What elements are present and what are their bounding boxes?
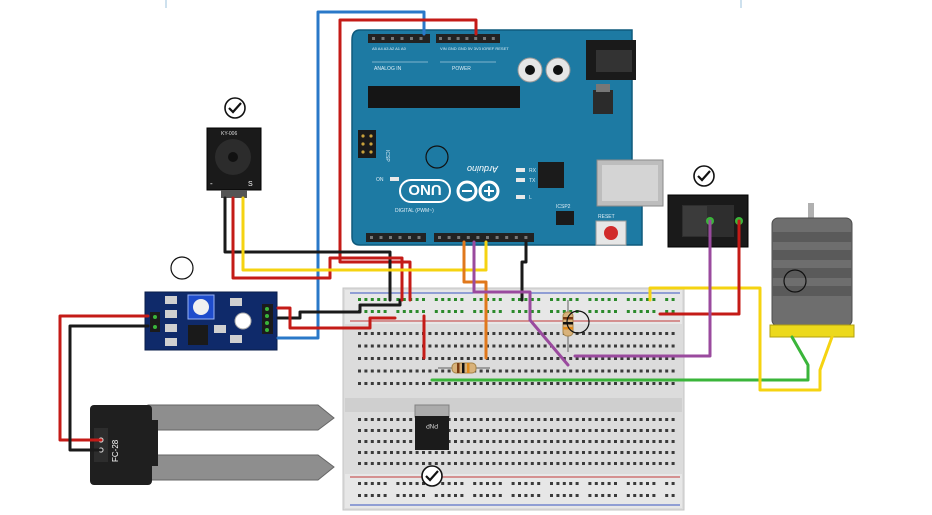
digital-label: DIGITAL (PWM~) <box>395 208 434 214</box>
wire-red-buzzer <box>231 196 404 302</box>
wire-red-5v <box>338 18 478 302</box>
fc28-label: FC-28 <box>111 439 120 462</box>
wire-red-switch <box>658 219 741 316</box>
toggle-switch[interactable] <box>667 194 749 248</box>
pnp-label: PNP <box>426 422 438 428</box>
wire-black-buzzer <box>223 196 392 302</box>
arduino-infinity-logo-icon <box>456 180 500 202</box>
sensor-module-board <box>144 291 278 351</box>
power-pins-text: VIN GND GND 5V 3V3 IOREF RESET <box>440 46 509 51</box>
wire-purple-switch <box>573 219 712 358</box>
breadboard <box>342 287 685 511</box>
wire-green-motor <box>430 335 810 382</box>
pnp-transistor: PNP <box>414 404 450 450</box>
brand-text: Arduino <box>467 164 499 174</box>
led-tx-label: TX <box>529 178 536 184</box>
buzzer-minus-label: - <box>210 179 213 188</box>
wire-red-module-vcc <box>276 306 397 330</box>
mounting-hole <box>425 145 449 169</box>
wire-yellow-motor <box>648 286 834 392</box>
microcontroller-chip <box>368 86 520 108</box>
uno-text: UNO <box>408 181 442 198</box>
icsp2-label: ICSP2 <box>556 204 571 210</box>
on-label: ON <box>376 177 384 183</box>
analog-in-label: ANALOG IN <box>374 66 402 72</box>
wire-black-sensor <box>68 324 150 452</box>
uno-badge <box>399 179 451 203</box>
analog-pins-text: A5 A4 A3 A2 A1 A0 <box>372 46 407 51</box>
buzzer-module: KY-006 - S <box>206 127 262 198</box>
icsp-header <box>358 130 376 158</box>
check-circle-icon <box>693 165 715 187</box>
empty-circle-icon <box>170 256 194 280</box>
empty-circle-icon <box>566 310 590 334</box>
icsp2-header <box>556 211 574 225</box>
wire-yellow-buzzer <box>241 196 488 272</box>
resistor-horizontal <box>438 362 490 374</box>
led-l-label: L <box>529 195 532 201</box>
buzzer-label: KY-006 <box>221 131 237 137</box>
check-circle-icon <box>224 97 246 119</box>
buzzer-s-label: S <box>248 181 253 188</box>
wire-purple-pin <box>472 240 570 367</box>
wire-red-sensor <box>58 314 150 442</box>
wire-black-module-gnd <box>276 298 402 320</box>
reset-label: RESET <box>598 214 615 220</box>
icsp-label: ICSP <box>384 150 390 162</box>
wire-black-gnd <box>520 240 528 302</box>
led-rx-label: RX <box>529 168 537 174</box>
check-circle-icon <box>421 465 443 487</box>
soil-moisture-probe: FC-28 <box>90 404 335 485</box>
dc-motor <box>769 203 855 338</box>
arduino-uno-board: A5 A4 A3 A2 A1 A0 VIN GND GND 5V 3V3 IOR… <box>351 29 664 246</box>
power-label: POWER <box>452 66 471 72</box>
